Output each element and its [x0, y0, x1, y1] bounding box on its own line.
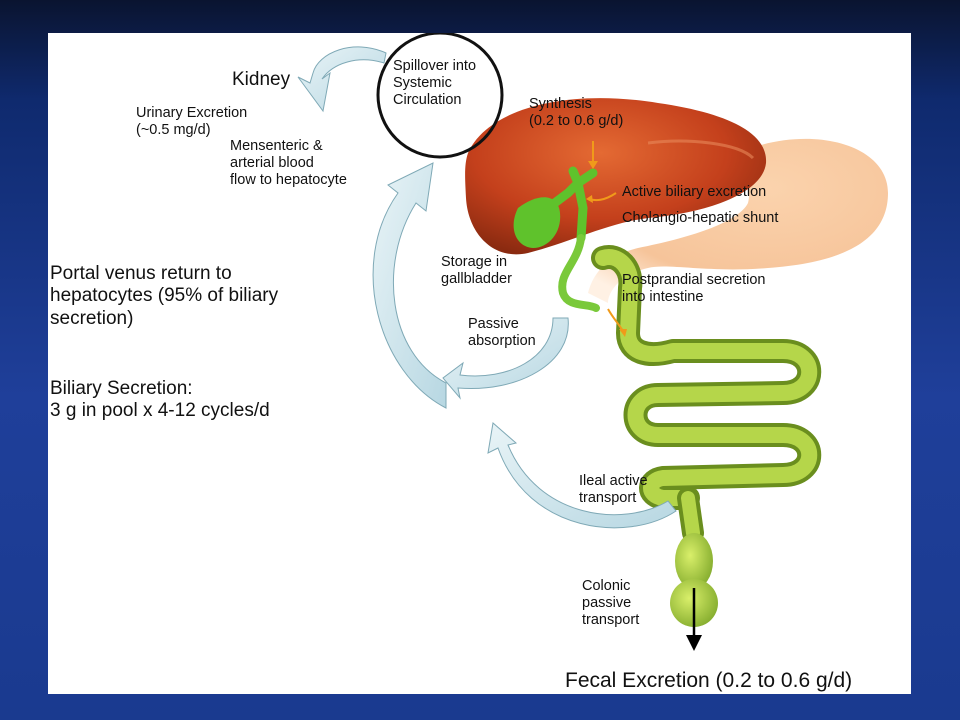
flow-arrows — [586, 141, 627, 337]
spillover-label: Spillover into Systemic Circulation — [393, 58, 477, 109]
postprandial-label: Postprandial secretion into intestine — [622, 272, 766, 306]
gallbladder-illustration — [513, 166, 600, 312]
intestine-illustration — [591, 245, 822, 651]
urinary-excretion-label: Urinary Excretion (~0.5 mg/d) — [136, 105, 248, 139]
stomach-illustration — [588, 138, 888, 303]
enterohepatic-diagram — [297, 33, 888, 651]
recirculation-arrows — [297, 46, 677, 529]
kidney-label: Kidney — [232, 69, 291, 90]
ileal-transport-label: Ileal active transport — [579, 473, 648, 507]
storage-label: Storage in gallbladder — [441, 254, 512, 288]
diagram-slide: Kidney Urinary Excretion (~0.5 mg/d) Spi… — [48, 33, 911, 694]
fecal-excretion-label: Fecal Excretion (0.2 to 0.6 g/d) — [565, 669, 853, 692]
passive-absorption-label: Passive absorption — [468, 316, 536, 350]
active-biliary-label: Active biliary excretion — [622, 184, 767, 200]
colonic-transport-label: Colonic passive transport — [582, 578, 640, 629]
mesenteric-flow-label: Mensenteric & arterial blood flow to hep… — [230, 138, 347, 189]
portal-return-label: Portal venus return to hepatocytes (95% … — [50, 263, 279, 329]
synthesis-label: Synthesis (0.2 to 0.6 g/d) — [529, 96, 624, 130]
spillover-circle — [376, 33, 504, 159]
cholangio-shunt-label: Cholangio-hepatic shunt — [622, 210, 779, 226]
biliary-secretion-label: Biliary Secretion: 3 g in pool x 4-12 cy… — [50, 378, 270, 422]
